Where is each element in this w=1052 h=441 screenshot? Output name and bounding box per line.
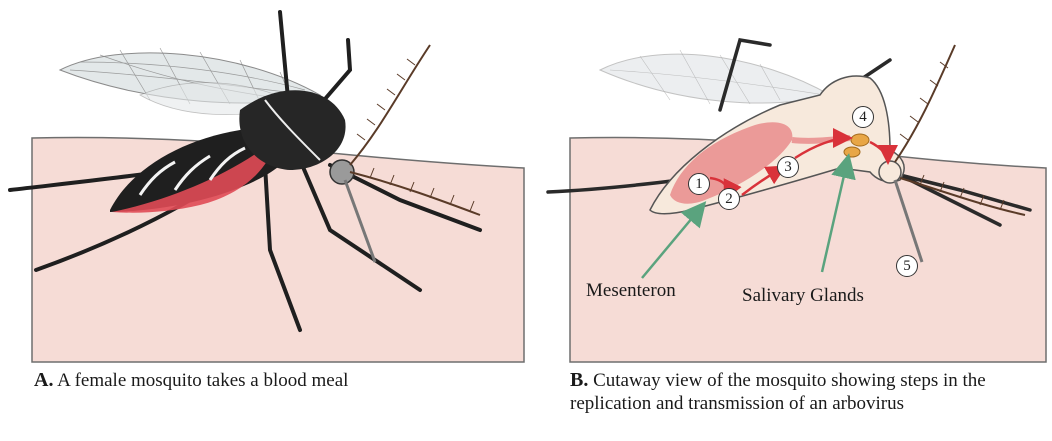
step-3-marker: 3: [777, 156, 799, 178]
step-4-marker: 4: [852, 106, 874, 128]
caption-a: A. A female mosquito takes a blood meal: [34, 369, 514, 392]
caption-a-letter: A.: [34, 369, 53, 391]
head: [879, 161, 901, 183]
salivary-glands-label: Salivary Glands: [742, 285, 864, 307]
salivary-gland: [851, 134, 869, 146]
wing-faded: [600, 54, 830, 103]
panel-b: 1 2 3 4 5 Mesenteron Salivary Glands B. …: [530, 0, 1052, 441]
caption-b: B. Cutaway view of the mosquito showing …: [570, 369, 1010, 415]
step-2-marker: 2: [718, 188, 740, 210]
mesenteron-label: Mesenteron: [586, 280, 676, 302]
skin-block: [32, 138, 524, 363]
panel-a: A. A female mosquito takes a blood meal: [0, 0, 530, 441]
caption-b-letter: B.: [570, 369, 588, 391]
step-5-marker: 5: [896, 255, 918, 277]
caption-b-text: Cutaway view of the mosquito showing ste…: [570, 370, 986, 414]
salivary-gland: [844, 147, 860, 157]
step-1-marker: 1: [688, 173, 710, 195]
caption-a-text: A female mosquito takes a blood meal: [57, 370, 348, 391]
